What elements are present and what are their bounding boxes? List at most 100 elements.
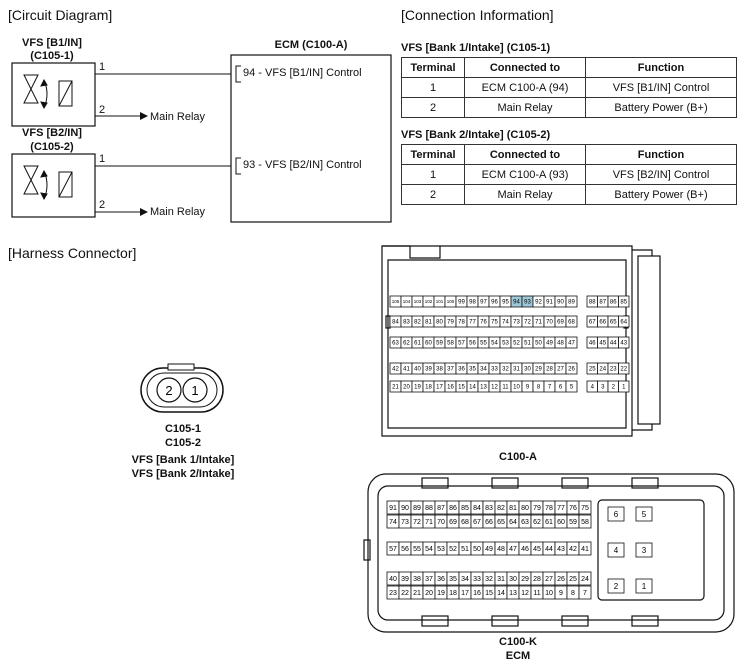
connector-pin-label: 11 bbox=[502, 385, 509, 391]
table-header: Connected to bbox=[464, 144, 586, 165]
connector-pin-label: 51 bbox=[524, 341, 531, 347]
connection-info-title: [Connection Information] bbox=[401, 7, 554, 23]
connector-pin-label: 3 bbox=[601, 385, 605, 391]
table-cell: ECM C100-A (93) bbox=[464, 164, 586, 185]
connector-pin-label: 8 bbox=[537, 385, 541, 391]
connector-pin-label: 42 bbox=[392, 367, 399, 373]
connector-pin bbox=[635, 506, 653, 522]
table-row: 1 ECM C100-A (94) VFS [B1/IN] Control bbox=[401, 77, 737, 98]
connector-pin-label: 104 bbox=[403, 299, 411, 304]
vfs2-pin1: 1 bbox=[99, 153, 106, 165]
connector-pin-label: 20 bbox=[425, 590, 433, 597]
connector-pin bbox=[565, 336, 578, 349]
connector-pin-label: 27 bbox=[557, 367, 564, 373]
connector-pin-label: 97 bbox=[480, 300, 487, 306]
table-row: 1 ECM C100-A (93) VFS [B2/IN] Control bbox=[401, 164, 737, 185]
connector-pin-label: 45 bbox=[533, 546, 541, 553]
connector-pin bbox=[618, 295, 630, 308]
vfs2-pin2: 2 bbox=[99, 199, 106, 211]
table-cell: 2 bbox=[401, 184, 465, 205]
connector-pin-label: 28 bbox=[546, 367, 553, 373]
connector-pin-label: 53 bbox=[437, 546, 445, 553]
connector-pin bbox=[618, 336, 630, 349]
vfs2-name: VFS [B2/IN] bbox=[22, 127, 82, 139]
connector-pin-label: 48 bbox=[497, 546, 505, 553]
connector-pin-label: 3 bbox=[642, 546, 647, 555]
connector-pin-label: 26 bbox=[568, 367, 575, 373]
connector-pin-label: 7 bbox=[583, 590, 587, 597]
connector-pin-label: 58 bbox=[447, 341, 454, 347]
c105-label-4: VFS [Bank 2/Intake] bbox=[131, 468, 235, 480]
connector-pin-label: 101 bbox=[436, 299, 444, 304]
table-header: Terminal bbox=[401, 144, 465, 165]
connector-pin-label: 41 bbox=[581, 546, 589, 553]
connector-pin-label: 22 bbox=[620, 367, 627, 373]
connector-pin-label: 91 bbox=[546, 300, 553, 306]
vfs1-code: (C105-1) bbox=[30, 50, 74, 62]
connector-pin bbox=[578, 541, 592, 556]
connector-pin-label: 92 bbox=[535, 300, 542, 306]
table-cell: VFS [B2/IN] Control bbox=[585, 164, 737, 185]
connector-pin-label: 86 bbox=[449, 505, 457, 512]
connector-pin-label: 62 bbox=[533, 519, 541, 526]
connector-pin-label: 86 bbox=[610, 300, 617, 306]
connector-pin-label: 25 bbox=[569, 576, 577, 583]
ecm-box bbox=[230, 54, 392, 223]
connector-pin-label: 33 bbox=[491, 367, 498, 373]
connector-pin-label: 46 bbox=[589, 341, 596, 347]
table-header: Function bbox=[585, 144, 737, 165]
connector-pin-label: 90 bbox=[401, 505, 409, 512]
connector-pin-label: 87 bbox=[437, 505, 445, 512]
vfs1-name: VFS [B1/IN] bbox=[22, 37, 82, 49]
connector-pin-label: 83 bbox=[403, 320, 410, 326]
connector-pin-label: 8 bbox=[571, 590, 575, 597]
connector-pin-label: 73 bbox=[513, 320, 520, 326]
connector-pin-label: 68 bbox=[568, 320, 575, 326]
connector-pin-label: 85 bbox=[461, 505, 469, 512]
c105-label-3: VFS [Bank 1/Intake] bbox=[131, 454, 235, 466]
ecm-title: ECM (C100-A) bbox=[274, 39, 348, 51]
connector-pin-label: 82 bbox=[414, 320, 421, 326]
ecm-line-94: 94 - VFS [B1/IN] Control bbox=[243, 67, 362, 79]
ecm-connector-label: ECM bbox=[505, 650, 531, 662]
connector-pin-label: 5 bbox=[642, 510, 647, 519]
connector-pin bbox=[618, 380, 630, 393]
connector-pin-label: 91 bbox=[389, 505, 397, 512]
connector-pin-label: 85 bbox=[620, 300, 627, 306]
harness-connector-title: [Harness Connector] bbox=[8, 245, 137, 261]
table-header: Function bbox=[585, 57, 737, 78]
c105-connector: 2 1 bbox=[140, 363, 224, 413]
connection-table-2: Terminal Connected to Function 1 ECM C10… bbox=[401, 144, 737, 205]
connector-pin-label: 18 bbox=[425, 385, 432, 391]
connector-pin-label: 78 bbox=[458, 320, 465, 326]
connector-pin-label: 18 bbox=[449, 590, 457, 597]
connector-pin-label: 66 bbox=[485, 519, 493, 526]
connector-pin-label: 81 bbox=[509, 505, 517, 512]
connector-pin-label: 50 bbox=[535, 341, 542, 347]
connector-pin-label: 26 bbox=[557, 576, 565, 583]
connector-pin-label: 1 bbox=[642, 582, 647, 591]
connector-pin-label: 29 bbox=[535, 367, 542, 373]
arrow-icon bbox=[140, 112, 148, 120]
connector-pin-label: 74 bbox=[502, 320, 509, 326]
table-cell: ECM C100-A (94) bbox=[464, 77, 586, 98]
connector-pin-label: 100 bbox=[447, 299, 455, 304]
connector-pin-label: 70 bbox=[546, 320, 553, 326]
connector-pin-label: 13 bbox=[480, 385, 487, 391]
connector-pin-label: 30 bbox=[524, 367, 531, 373]
circuit-diagram-title: [Circuit Diagram] bbox=[8, 7, 113, 23]
connector-pin-label: 51 bbox=[461, 546, 469, 553]
connector-pin-label: 52 bbox=[513, 341, 520, 347]
connector-pin-label: 99 bbox=[458, 300, 465, 306]
connector-pin-label: 65 bbox=[497, 519, 505, 526]
connector-pin-label: 45 bbox=[599, 341, 606, 347]
connector-pin-label: 84 bbox=[392, 320, 399, 326]
connector-pin-label: 55 bbox=[413, 546, 421, 553]
connector-pin-label: 43 bbox=[620, 341, 627, 347]
connector-pin-label: 40 bbox=[414, 367, 421, 373]
c105-pin-label: 2 bbox=[165, 383, 172, 398]
connector-pin-label: 71 bbox=[535, 320, 542, 326]
connector-pin bbox=[635, 578, 653, 594]
connector-pin-label: 54 bbox=[491, 341, 498, 347]
